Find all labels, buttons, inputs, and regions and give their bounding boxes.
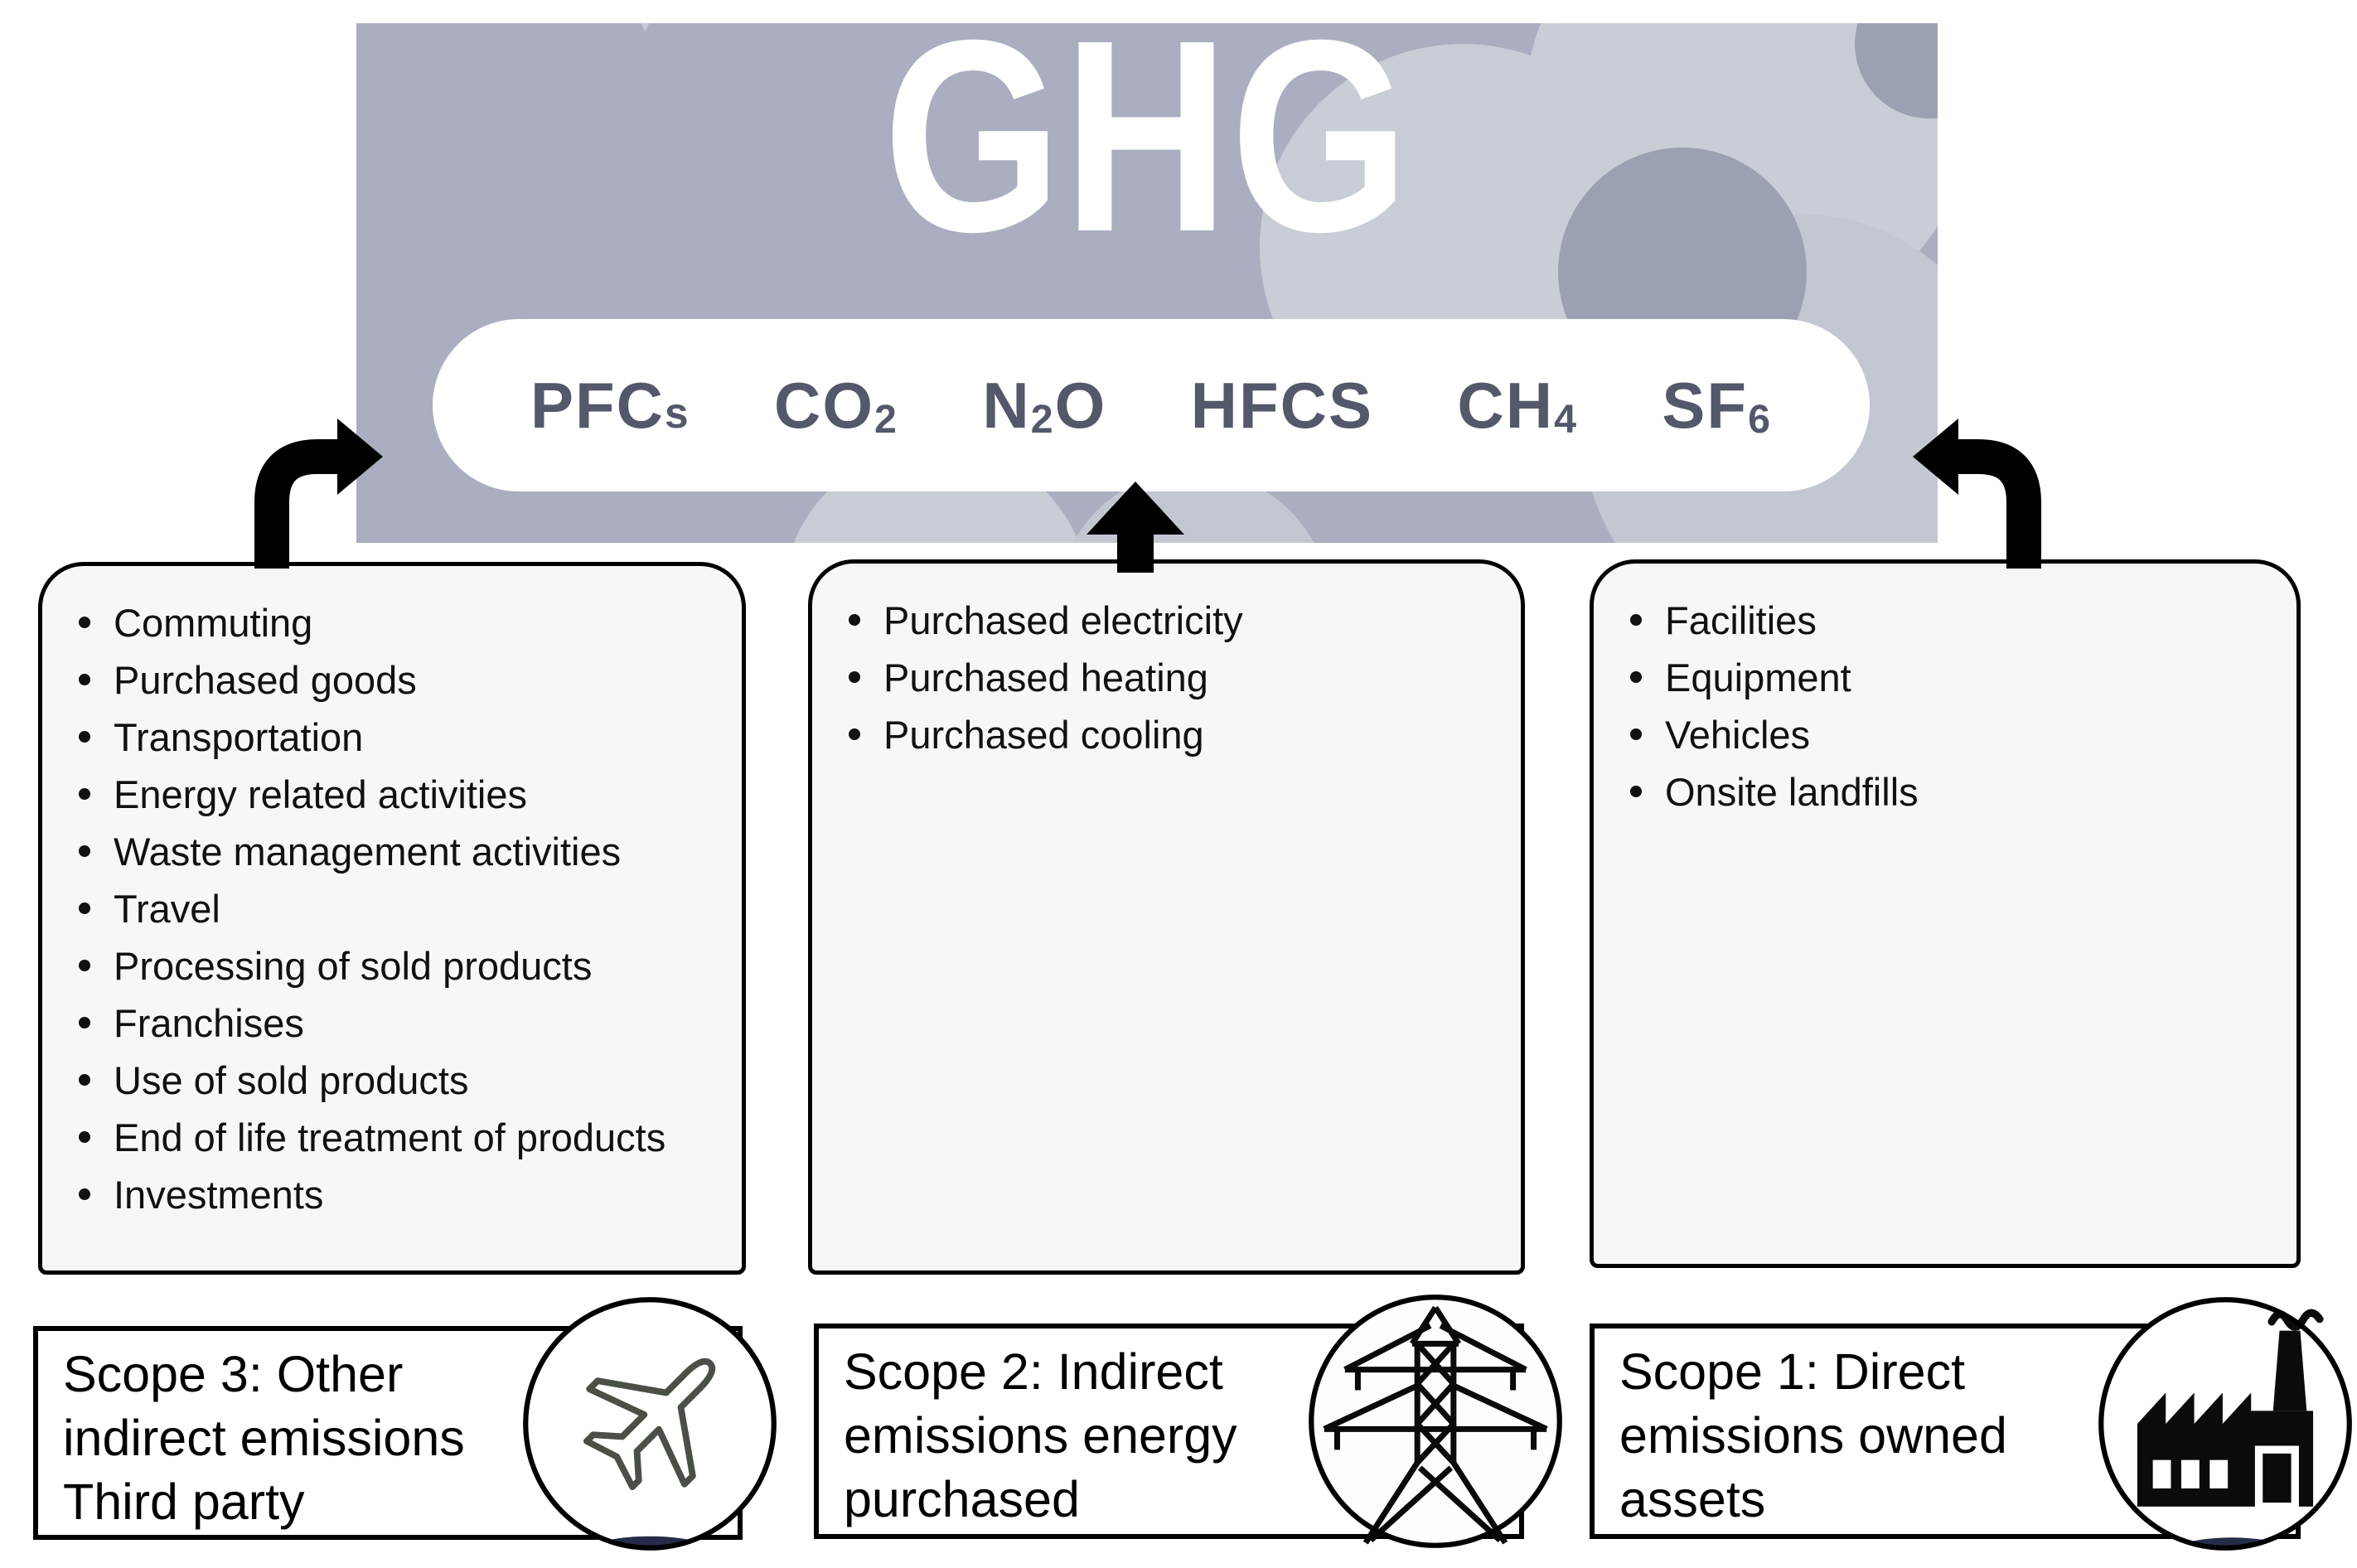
bullet-item: Processing of sold products [70, 937, 727, 995]
bullet-item: Purchased heating [840, 649, 1506, 706]
scope1-label-line: Scope 1: Direct [1619, 1343, 1966, 1400]
factory-icon [2098, 1297, 2352, 1551]
gas-label: CO2 [774, 368, 898, 442]
scope3-label-line: Scope 3: Other [63, 1346, 404, 1402]
bullet-item: Investments [70, 1166, 727, 1223]
bullet-item: Energy related activities [70, 766, 727, 823]
bullet-item: Franchises [70, 995, 727, 1052]
gas-label: N2O [982, 368, 1107, 442]
bullet-item: Purchased electricity [840, 592, 1506, 649]
bullet-item: Commuting [70, 594, 727, 651]
scope1-label-line: assets [1619, 1471, 1766, 1527]
scope2-label-line: Scope 2: Indirect [844, 1343, 1223, 1400]
bullet-item: Onsite landfills [1622, 763, 2282, 820]
ghg-banner: GHG PFCs CO2 N2O HFCS CH4 SF6 [356, 23, 1938, 543]
bullet-item: Transportation [70, 709, 727, 766]
scope1-label-line: emissions owned [1619, 1407, 2007, 1464]
power-pylon-icon [1309, 1295, 1562, 1548]
scope3-label-line: Third party [63, 1474, 305, 1530]
scope2-label-line: emissions energy [844, 1407, 1237, 1464]
bullet-item: Equipment [1622, 649, 2282, 706]
ghg-title-text: GHG [883, 23, 1411, 288]
gas-pill: PFCs CO2 N2O HFCS CH4 SF6 [433, 319, 1870, 491]
page-title: GHG [356, 23, 1938, 288]
bullet-item: Waste management activities [70, 823, 727, 880]
gas-label: CH4 [1457, 368, 1578, 442]
bullet-item: Facilities [1622, 592, 2282, 649]
gas-label: SF6 [1662, 368, 1772, 442]
scope3-label-line: indirect emissions [63, 1410, 465, 1466]
bullet-item: Vehicles [1622, 706, 2282, 763]
gas-label: PFCs [530, 368, 690, 442]
bullet-item: Travel [70, 880, 727, 937]
bullet-item: End of life treatment of products [70, 1109, 727, 1166]
scope2-label-line: purchased [844, 1471, 1080, 1527]
bullet-item: Use of sold products [70, 1052, 727, 1109]
gas-label: HFCS [1190, 368, 1374, 442]
bullet-item: Purchased cooling [840, 706, 1506, 763]
bullet-item: Purchased goods [70, 651, 727, 709]
airplane-icon [523, 1297, 777, 1551]
